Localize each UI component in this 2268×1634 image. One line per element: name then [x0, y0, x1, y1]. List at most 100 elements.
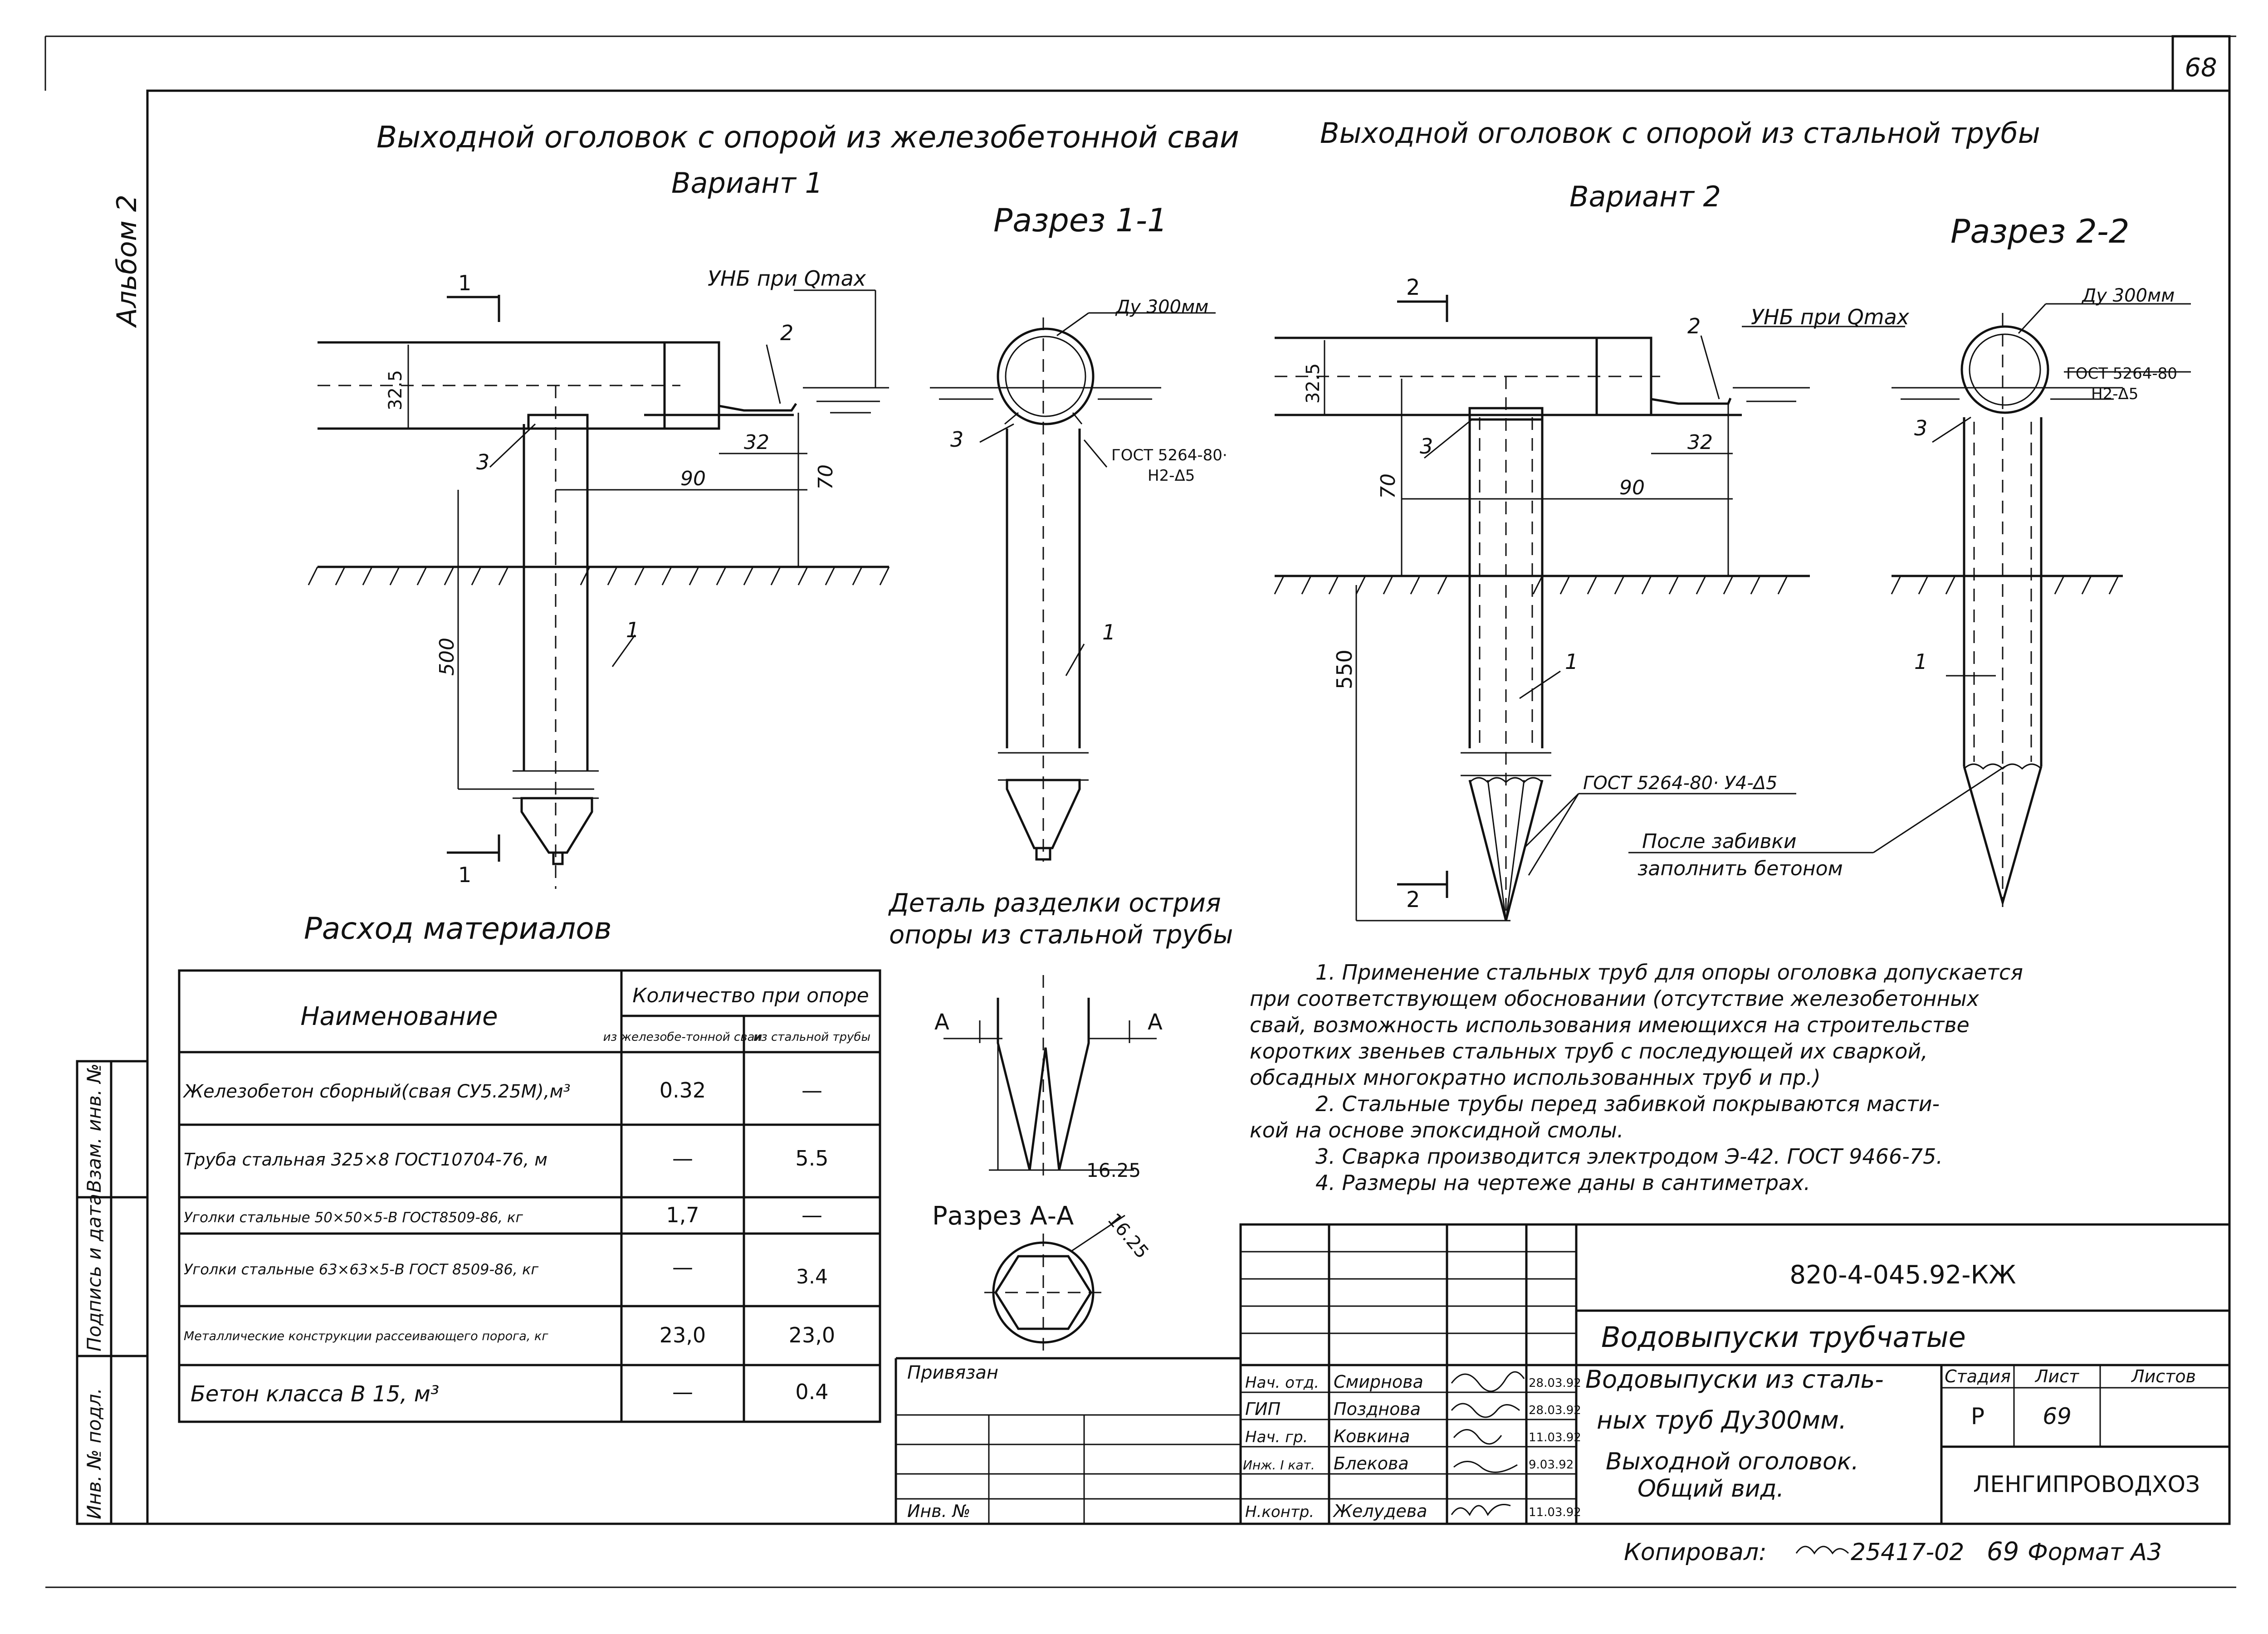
variant-right: Вариант 2	[1569, 180, 1721, 213]
table-row-name: Труба стальная 325×8 ГОСТ10704-76, м	[184, 1150, 547, 1170]
dim-16-25-b: 16.25	[1103, 1210, 1153, 1263]
copied-label: Копировал:	[1624, 1539, 1767, 1566]
label-du300-1: Ду 300мм	[1115, 297, 1208, 317]
side-stamp-sign: Подпись и дата	[83, 1194, 105, 1351]
title-block-grid	[894, 1223, 2231, 1525]
table-row-rc: —	[672, 1380, 693, 1404]
materials-heading: Расход материалов	[304, 911, 612, 946]
title-block-name-line1: Водовыпуски из сталь-	[1585, 1365, 1884, 1394]
view-tip-detail	[943, 975, 1157, 1351]
table-row-name: Железобетон сборный(свая СУ5.25М),м³	[182, 1081, 571, 1102]
copier-signature	[1795, 1546, 1849, 1555]
person-date: 28.03.92	[1529, 1376, 1581, 1390]
title-block-inv-no: Инв. №	[907, 1501, 970, 1521]
table-col-rc: из железобе-тонной сваи	[603, 1030, 763, 1044]
table-row-steel: —	[802, 1078, 822, 1102]
table-col-steel: из стальной трубы	[753, 1030, 870, 1044]
label-unb-1: УНБ при Qmax	[708, 266, 866, 291]
person-name: Ковкина	[1334, 1426, 1410, 1446]
title-block-sheet-header: Лист	[2034, 1366, 2080, 1386]
table-row-steel: 0.4	[795, 1380, 828, 1404]
title-block-stage-header: Стадия	[1945, 1366, 2011, 1386]
dim-500-view1: 500	[435, 638, 459, 676]
label-2-view3: 2	[1687, 314, 1701, 338]
title-block-stage: Р	[1971, 1403, 1984, 1429]
label-unb-2: УНБ при Qmax	[1751, 305, 1910, 329]
person-role: Н.контр.	[1245, 1503, 1314, 1521]
table-row-name: Уголки стальные 50×50×5-В ГОСТ8509-86, к…	[184, 1210, 523, 1226]
section-a-a-title: Разрез А-А	[932, 1201, 1074, 1231]
person-role: Нач. отд.	[1245, 1374, 1319, 1392]
label-h2-2: H2-Δ5	[2091, 385, 2138, 403]
table-row-steel: 23,0	[789, 1323, 835, 1347]
person-date: 28.03.92	[1529, 1404, 1581, 1417]
variant-left: Вариант 1	[671, 166, 823, 200]
title-block-sheets-header: Листов	[2131, 1366, 2196, 1386]
label-after-driving-1: После забивки	[1642, 830, 1797, 853]
signature-scribbles	[1451, 1371, 1525, 1516]
section-2-2-title: Разрез 2-2	[1950, 212, 2130, 250]
person-name: Позднова	[1334, 1399, 1421, 1419]
dim-32-view1: 32	[744, 431, 769, 454]
note-line: 3. Сварка производится электродом Э-42. …	[1315, 1144, 1943, 1169]
title-left: Выходной оголовок с опорой из железобето…	[376, 120, 1239, 155]
detail-arrow-a-right: А	[1148, 1010, 1163, 1035]
person-date: 11.03.92	[1529, 1431, 1581, 1444]
section-arrow-2-top: 2	[1406, 275, 1420, 300]
label-1-view1: 1	[626, 618, 639, 642]
note-line: коротких звеньев стальных труб с последу…	[1250, 1039, 1928, 1063]
table-col-qty: Количество при опоре	[632, 984, 869, 1007]
side-stamp-replace: Взам. инв. №	[83, 1063, 105, 1193]
table-row-rc: 0.32	[660, 1078, 706, 1102]
view-rc-pile	[308, 289, 890, 889]
note-line: свай, возможность использования имеющихс…	[1250, 1013, 1970, 1037]
dim-90-view3: 90	[1619, 476, 1645, 499]
table-row-steel: 5.5	[795, 1146, 828, 1171]
label-3-view4: 3	[1914, 416, 1927, 440]
materials-table-grid	[178, 969, 881, 1423]
table-row-name: Металлические конструкции рассеивающего …	[184, 1329, 548, 1343]
sheet-corner-number: 68	[2185, 53, 2217, 83]
dim-70-view3: 70	[1377, 473, 1400, 499]
note-line: обсадных многократно использованных труб…	[1250, 1065, 1821, 1090]
detail-title-line1: Деталь разделки острия	[888, 888, 1221, 918]
section-arrow-2-bottom: 2	[1406, 887, 1420, 912]
label-1-view4: 1	[1914, 649, 1927, 674]
sheet-frame	[44, 35, 2236, 1588]
album-label: Альбом 2	[111, 195, 143, 328]
person-role: Нач. гр.	[1245, 1428, 1308, 1446]
notes-block: 1. Применение стальных труб для опоры ог…	[1250, 960, 2023, 1195]
dim-32-view3: 32	[1687, 431, 1713, 454]
person-name: Смирнова	[1334, 1372, 1423, 1392]
title-right: Выходной оголовок с опорой из стальной т…	[1320, 117, 2040, 150]
table-row-rc: —	[672, 1255, 693, 1279]
table-row-rc: 1,7	[666, 1203, 699, 1227]
title-block-sheet-line2: Общий вид.	[1637, 1475, 1784, 1502]
copied-number: 25417-02	[1851, 1539, 1964, 1566]
label-1-view3: 1	[1565, 649, 1578, 674]
dim-16-25: 16.25	[1086, 1159, 1141, 1181]
title-block-name-line2: ных труб Ду300мм.	[1597, 1406, 1847, 1434]
table-row-rc: 23,0	[660, 1323, 706, 1347]
label-gost-weld-1: ГОСТ 5264-80·	[1111, 446, 1227, 464]
view-section-2-2	[1891, 303, 2191, 907]
view-steel-pipe	[1274, 295, 2005, 922]
title-block-org: ЛЕНГИПРОВОДХОЗ	[1973, 1471, 2200, 1497]
person-role: Инж. I кат.	[1243, 1458, 1315, 1473]
view-section-1-1	[930, 312, 1216, 862]
table-row-name: Бетон класса В 15, м³	[191, 1381, 439, 1407]
label-3-view1: 3	[476, 450, 489, 474]
dim-70-view1: 70	[814, 464, 837, 490]
section-1-1-title: Разрез 1-1	[993, 202, 1168, 239]
dim-32-5-view1: 32.5	[385, 370, 406, 410]
format-label: Формат А3	[2028, 1539, 2162, 1566]
detail-arrow-a-left: А	[934, 1010, 949, 1035]
label-gost-weld-3: ГОСТ 5264-80· У4-Δ5	[1583, 773, 1777, 794]
person-name: Блекова	[1334, 1454, 1409, 1473]
section-arrow-1-top: 1	[458, 271, 471, 295]
person-name: Желудева	[1333, 1501, 1427, 1521]
label-1-view2: 1	[1102, 620, 1115, 644]
table-row-steel: 3.4	[796, 1265, 828, 1288]
copied-sheet: 69	[1987, 1537, 2019, 1566]
